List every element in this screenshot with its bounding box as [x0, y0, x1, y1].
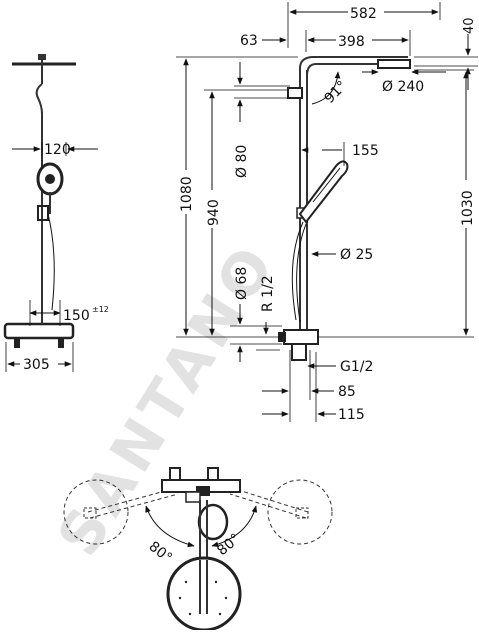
overhead-shower-top	[166, 556, 242, 632]
dim-940-label: 940	[206, 199, 222, 226]
dimension-155: 155	[301, 142, 379, 166]
dimension-1080: 1080	[176, 56, 298, 338]
dim-150-tolerance: ±12	[92, 305, 109, 314]
dim-40-label: 40	[462, 17, 477, 34]
dim-68-label: Ø 68	[234, 267, 250, 300]
dim-398-label: 398	[338, 34, 365, 50]
rotated-arm-right	[229, 487, 309, 519]
dimension-thermostat-width: 305	[5, 342, 74, 373]
thermostat-front	[278, 329, 319, 361]
hand-shower-side	[36, 162, 64, 311]
dim-115-label: 115	[338, 407, 365, 423]
dimension-63: 63	[240, 33, 326, 49]
dim-240-label: Ø 240	[382, 79, 424, 95]
dimension-pipe-diameter: Ø 25	[311, 247, 373, 263]
dim-120-label: 120	[44, 142, 71, 158]
dimension-398: 398	[305, 30, 411, 56]
hand-shower-top	[197, 503, 229, 541]
top-view: 80° 80°	[63, 467, 333, 632]
dimension-582: 582	[287, 2, 441, 48]
dimension-head-diameter: Ø 240	[362, 69, 446, 95]
dim-305-label: 305	[23, 357, 50, 373]
overhead-shower-side	[12, 54, 76, 115]
dimension-1030: 1030	[318, 69, 476, 338]
dimension-head-width: 120	[12, 142, 98, 158]
dim-1030-label: 1030	[460, 190, 476, 226]
dimension-outlet: G1/2	[307, 359, 373, 375]
rotation-dimension-left: 80°	[145, 505, 195, 567]
dim-91-label: 91°	[322, 78, 351, 107]
dim-1080-label: 1080	[179, 176, 195, 212]
thermostat-side	[3, 312, 75, 348]
dimension-115: 115	[262, 352, 365, 423]
dimension-bar-diameter: Ø 80	[234, 62, 290, 178]
rotated-arm-left	[83, 487, 179, 519]
dim-582-label: 582	[350, 6, 377, 22]
side-view: 120 150 ±12 305	[3, 54, 109, 373]
rotation-circle-right	[267, 479, 333, 545]
front-view: 582 398 63 40 91°	[176, 2, 478, 423]
dim-25-label: Ø 25	[340, 247, 373, 263]
hand-shower-front	[291, 160, 349, 323]
dim-80-label: Ø 80	[234, 145, 250, 178]
riser-and-arm	[287, 56, 411, 330]
dim-r12-label: R 1/2	[260, 275, 276, 312]
dimension-angle: 91°	[311, 71, 351, 107]
dim-g12-label: G1/2	[340, 359, 373, 375]
rotation-circle-left	[63, 479, 129, 545]
dim-150-label: 150	[63, 308, 90, 324]
dim-155-label: 155	[352, 143, 379, 159]
bar-top	[161, 467, 241, 503]
dimension-connection: Ø 68 R 1/2	[230, 267, 282, 362]
watermark-text: SANTANO	[44, 230, 290, 567]
dim-80-left-label: 80°	[146, 539, 175, 567]
dimension-940: 940	[204, 89, 288, 336]
dim-85-label: 85	[338, 384, 356, 400]
dimension-center: 150 ±12	[29, 300, 109, 326]
dim-63-label: 63	[240, 33, 258, 49]
